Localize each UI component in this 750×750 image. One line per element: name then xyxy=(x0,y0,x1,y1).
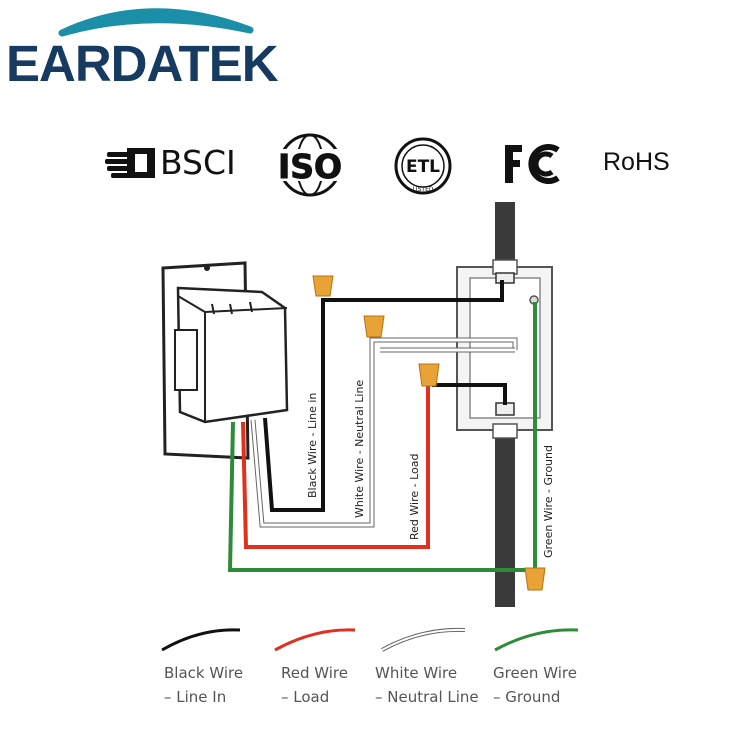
switch-leg-wire xyxy=(432,383,507,405)
legend-swatch-white xyxy=(381,628,466,651)
etl-icon: ETL LISTED xyxy=(394,137,452,195)
wire-nut-green xyxy=(524,567,546,591)
iso-label: ISO xyxy=(278,147,342,186)
smart-switch xyxy=(161,261,289,460)
wire-nut-red xyxy=(418,363,440,387)
etl-label: ETL xyxy=(406,157,440,177)
brand-swoosh xyxy=(58,8,254,37)
label-green-wire: Green Wire - Ground xyxy=(542,445,555,558)
label-white-wire: White Wire - Neutral Line xyxy=(353,380,366,518)
wire-nut-white xyxy=(363,315,385,338)
brand-logo: EARDATEK xyxy=(6,35,279,92)
legend-swatch-green xyxy=(494,628,579,652)
legend-swatches xyxy=(161,627,579,652)
bsci-label: BSCI xyxy=(160,143,236,182)
green-wire xyxy=(227,302,537,572)
legend-swatch-black xyxy=(161,628,241,652)
legend-swatch-red xyxy=(274,628,356,652)
wiring-diagram: Black Wire - Line in White Wire - Neutra… xyxy=(161,202,555,607)
fcc-icon: FC xyxy=(505,144,560,184)
legend-item-white: White Wire – Neutral Line xyxy=(375,664,479,706)
legend-item-green: Green Wire – Ground xyxy=(493,664,577,706)
label-red-wire: Red Wire - Load xyxy=(408,454,421,541)
legend-item-red: Red Wire – Load xyxy=(281,664,349,706)
etl-sublabel: LISTED xyxy=(413,186,434,193)
legend-item-black: Black Wire – Line In xyxy=(164,664,244,706)
black-wire xyxy=(263,280,504,512)
rohs-label: RoHS xyxy=(603,148,670,176)
label-black-wire: Black Wire - Line in xyxy=(306,393,319,498)
fcc-label: FC xyxy=(532,181,534,183)
globe-icon: ISO xyxy=(270,133,350,197)
hand-icon xyxy=(105,148,155,178)
white-wire xyxy=(251,338,517,527)
wire-nut-black xyxy=(312,275,334,297)
red-wire xyxy=(241,385,430,549)
